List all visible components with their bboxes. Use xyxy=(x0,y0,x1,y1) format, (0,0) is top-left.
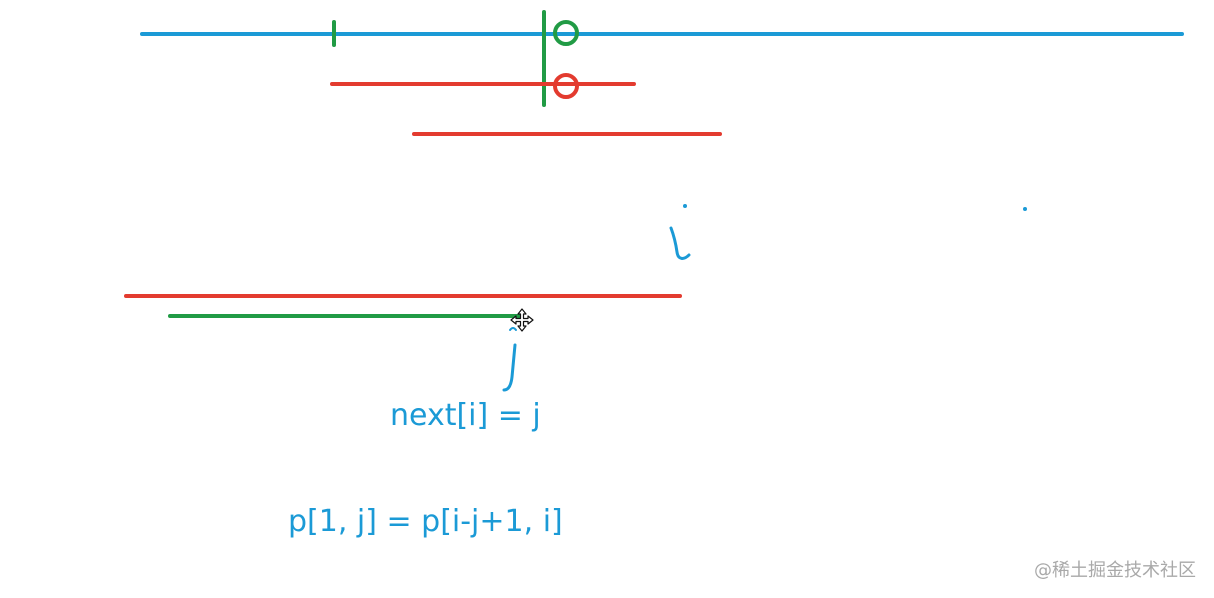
green-circle-marker xyxy=(553,20,579,46)
site-watermark: @稀土掘金技术社区 xyxy=(1034,560,1196,581)
stray-dot xyxy=(1023,207,1027,211)
prefix-equality-formula: p[1, j] = p[i-j+1, i] xyxy=(288,504,563,539)
move-icon xyxy=(510,308,534,332)
i-label-dot xyxy=(683,204,687,208)
j-label-dot xyxy=(509,327,517,331)
i-label-stroke xyxy=(669,226,691,260)
next-array-formula: next[i] = j xyxy=(390,398,541,433)
j-label-stroke xyxy=(502,343,517,392)
red-circle-marker xyxy=(553,73,579,99)
